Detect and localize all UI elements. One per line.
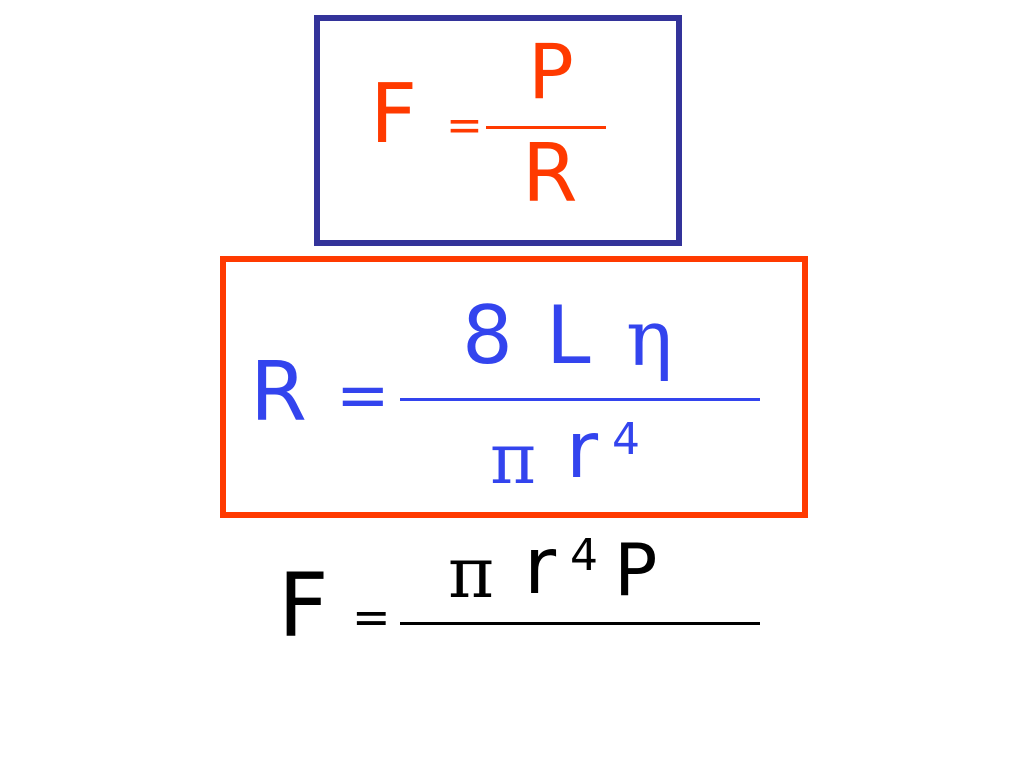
- formula2-denominator-exp: 4: [612, 414, 640, 465]
- formula2-numerator-eta: η: [626, 294, 673, 384]
- formula1-fraction-bar: [486, 126, 606, 129]
- formula2-numerator-L: L: [546, 289, 591, 382]
- formula3-fraction-bar: [400, 622, 760, 625]
- formula2-denominator-pi: π: [490, 418, 537, 500]
- formula2-numerator-8: 8: [462, 289, 513, 382]
- formula1-denominator: R: [522, 127, 578, 220]
- formula3-lhs: F: [278, 554, 329, 657]
- formula3-numerator-r: r: [524, 522, 557, 612]
- formula3-numerator-pi: π: [448, 532, 495, 614]
- formula3-equals: =: [352, 590, 391, 644]
- formula2-equals: =: [336, 359, 390, 433]
- formula1-lhs: F: [370, 67, 418, 162]
- formula-box-resistance: [220, 256, 808, 518]
- formula2-fraction-bar: [400, 398, 760, 401]
- formula1-numerator: P: [528, 27, 574, 116]
- formula2-lhs: R: [250, 345, 307, 440]
- formula1-equals: =: [446, 100, 483, 151]
- formula3-numerator-p: P: [614, 528, 658, 612]
- formula-box-force: [314, 15, 682, 246]
- formula2-denominator-r: r: [566, 406, 599, 496]
- formula3-numerator-exp: 4: [570, 530, 598, 581]
